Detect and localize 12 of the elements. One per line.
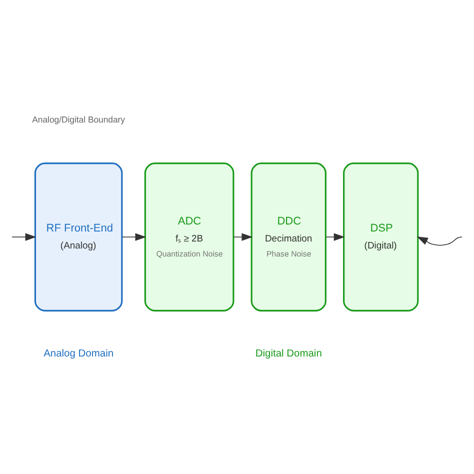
arrow (122, 233, 146, 241)
arrow (12, 233, 36, 241)
node-box: ADC fₛ ≥ 2B Quantization Noise (144, 162, 234, 312)
arrow (416, 236, 462, 246)
arrow (233, 233, 253, 241)
node-box: DDC Decimation Phase Noise (250, 162, 326, 312)
arrow (325, 233, 345, 241)
node-box: RF Front-End (Analog) (34, 162, 123, 312)
label: Analog/Digital Boundary (32, 114, 125, 125)
label: Analog Domain (44, 348, 114, 360)
node-box: DSP (Digital) (343, 162, 419, 312)
label: Digital Domain (255, 348, 322, 360)
